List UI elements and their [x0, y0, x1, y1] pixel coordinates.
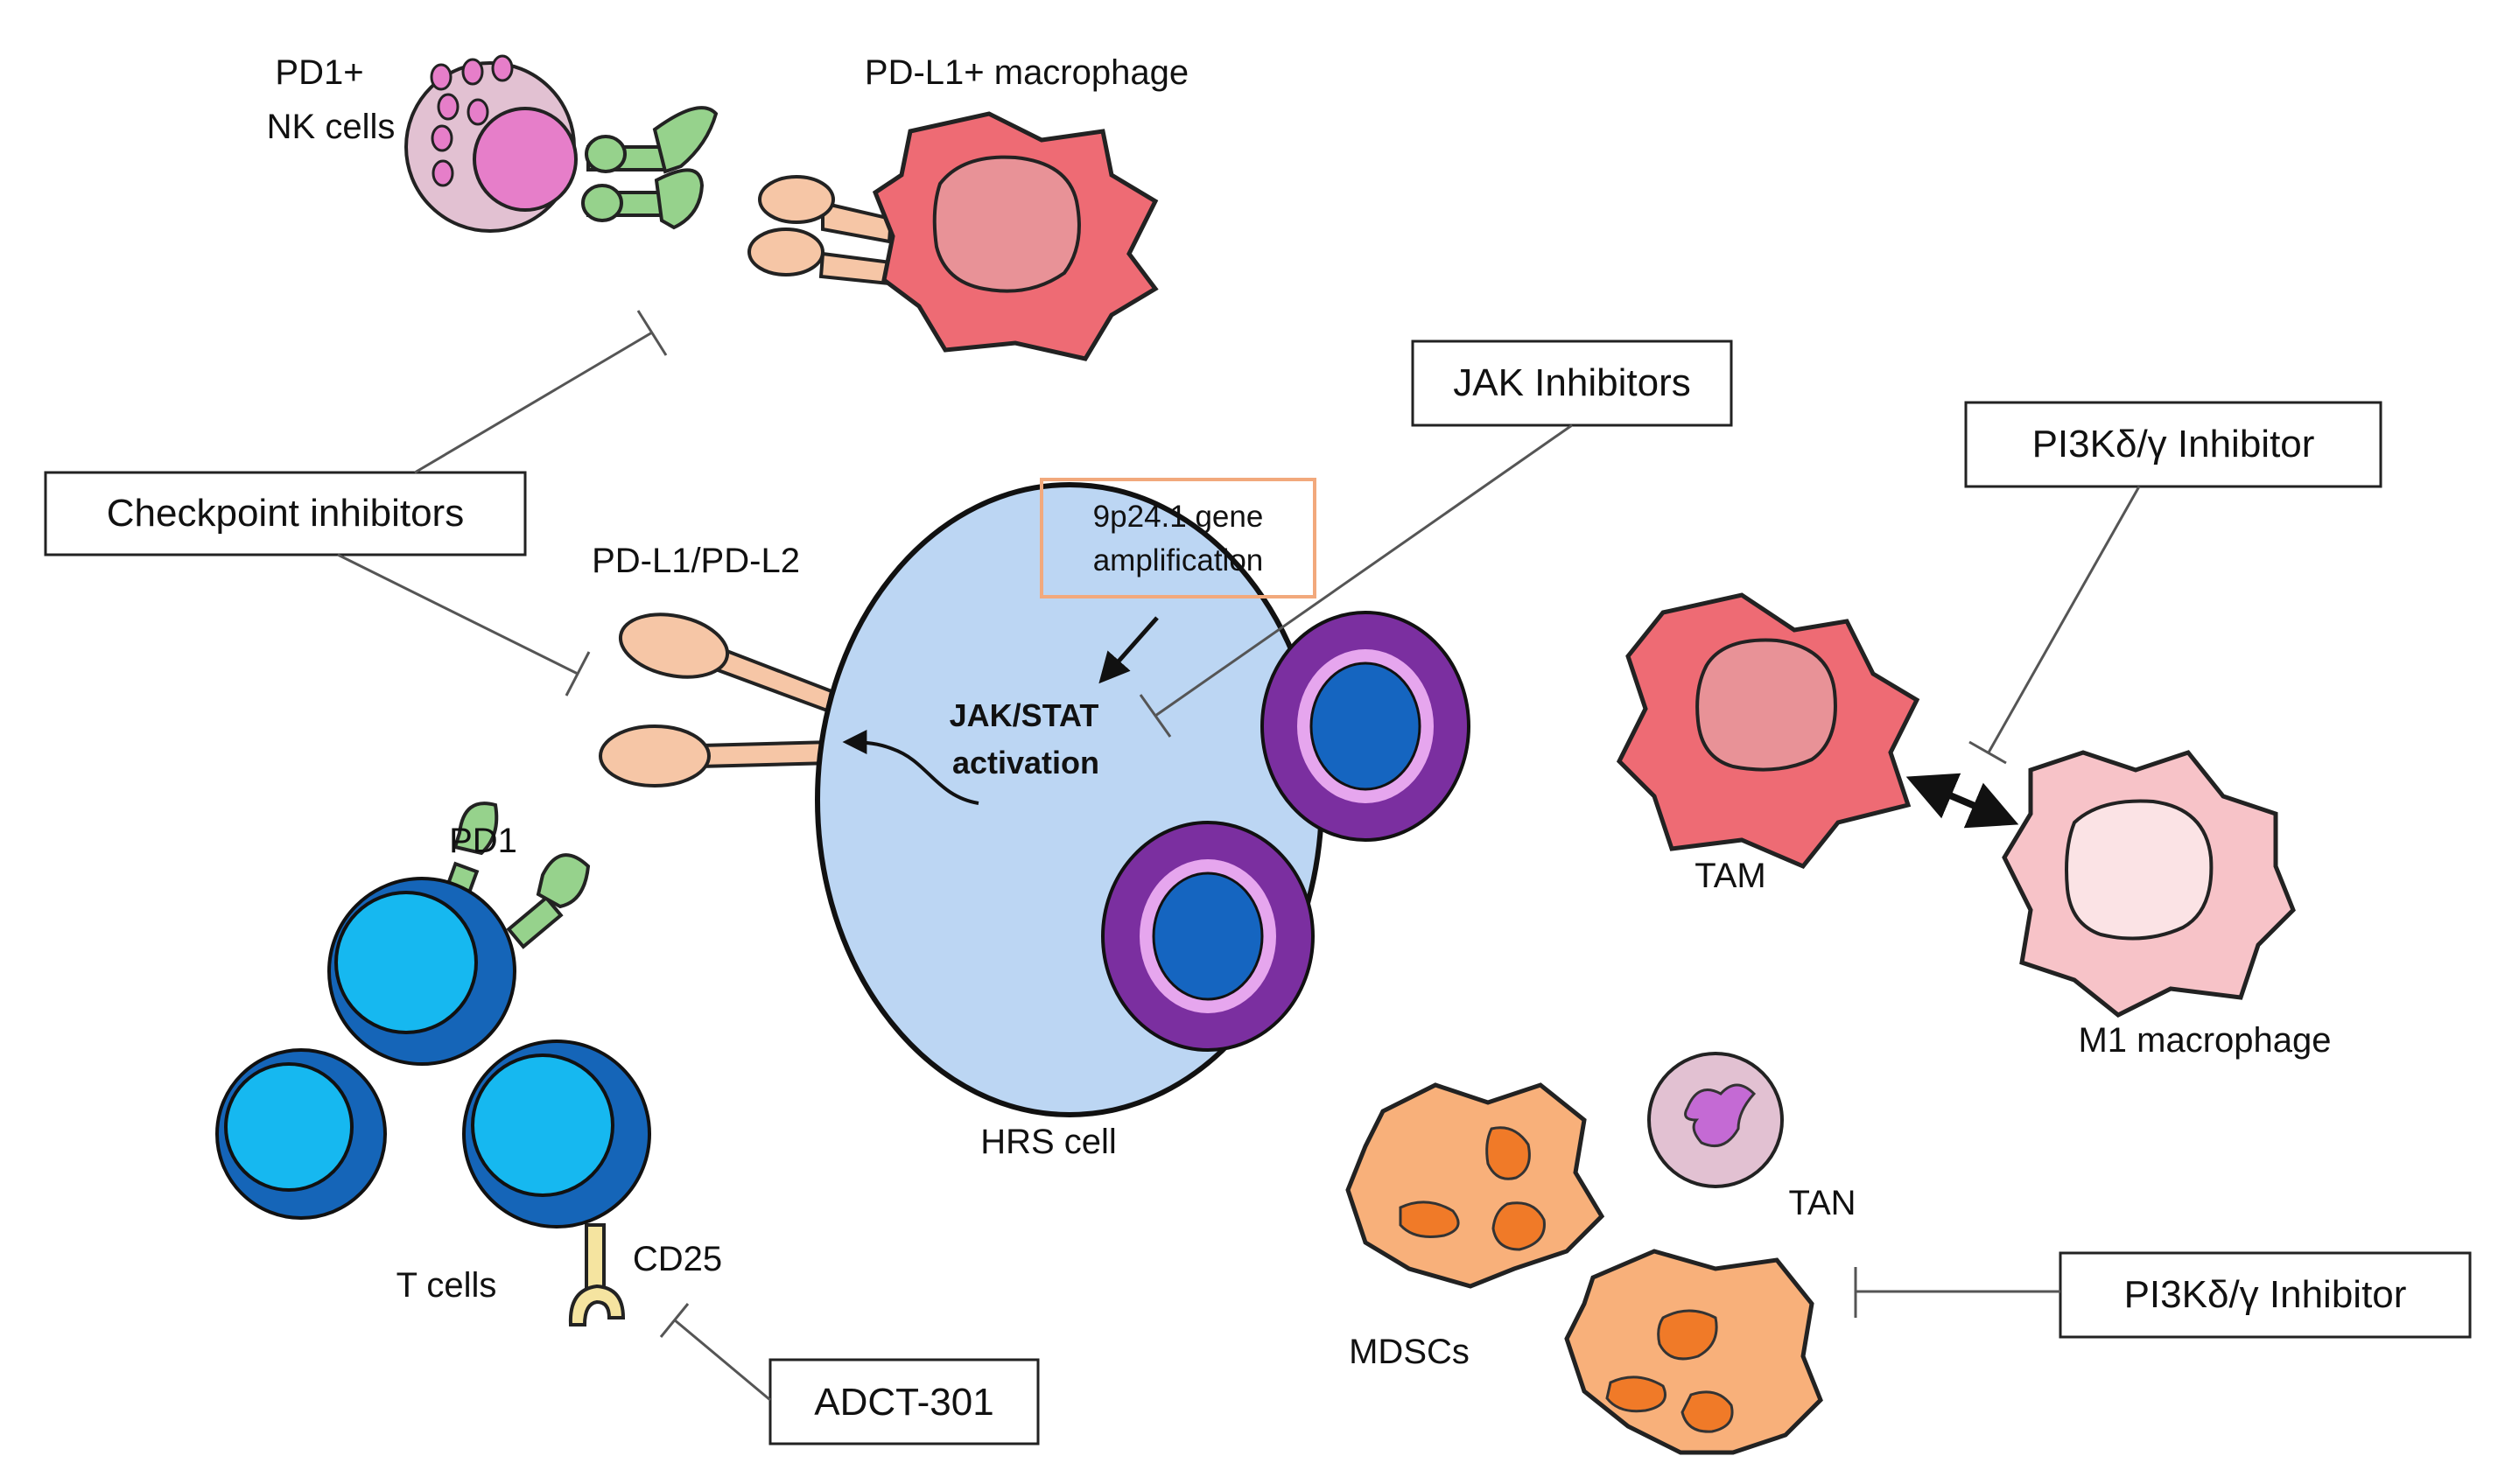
tan-cell [1647, 1052, 1784, 1188]
gene-amplification-label-line1: 9p24.1 gene [1093, 500, 1264, 534]
adct-301-inhibition-bar [659, 1303, 690, 1338]
hrs-nucleus-upper [1260, 611, 1470, 842]
jak-to-ligand-arrow [842, 730, 979, 805]
gene-amplification-box [1040, 478, 1316, 598]
hrs-nucleus-lower [1101, 821, 1315, 1052]
hrs-cell-label: HRS cell [980, 1123, 1117, 1161]
mdsc-lower [1564, 1249, 1823, 1455]
jak-inhibition-line [1154, 424, 1573, 718]
pd1-nk-label-line2: NK cells [267, 108, 396, 146]
t-cell-left [215, 1048, 387, 1220]
nk-pd1-receptors [581, 106, 719, 230]
t-cell-pd1 [327, 802, 591, 1066]
m1-macrophage [2002, 750, 2296, 1018]
tam-macrophage [1616, 592, 1920, 870]
t-cell-right-cd25 [462, 1040, 651, 1326]
pd1-nk-label-line1: PD1+ [275, 53, 363, 92]
tam-m1-bidirectional-arrow [1905, 773, 2019, 829]
cd25-label: CD25 [633, 1240, 722, 1278]
jak-inhibitors-label: JAK Inhibitors [1453, 361, 1690, 404]
pd-l1-macrophage-label: PD-L1+ macrophage [865, 53, 1189, 92]
m1-macrophage-label: M1 macrophage [2078, 1021, 2331, 1060]
jak-inhibitors-box [1411, 340, 1733, 427]
checkpoint-inhibition-line-top [414, 331, 653, 474]
hrs-cell: 9p24.1 gene amplification JAK/STAT activ… [599, 478, 1470, 1117]
pi3k-top-inhibition-bar [1968, 740, 2007, 765]
adct-301-box [768, 1358, 1040, 1446]
checkpoint-inhibition-line-bottom [337, 553, 579, 676]
gene-to-jak-arrow [1098, 616, 1159, 684]
checkpoint-inhibition-bar-top [636, 310, 668, 356]
mdscs-label: MDSCs [1349, 1333, 1470, 1371]
pi3k-inhibitor-top-label: PI3Kδ/γ Inhibitor [2032, 423, 2315, 466]
pi3k-top-inhibition-line [1987, 486, 2141, 753]
gene-amplification-label-line2: amplification [1093, 543, 1264, 578]
checkpoint-inhibition-bar-bottom [565, 651, 591, 696]
tam-label: TAM [1695, 857, 1765, 895]
checkpoint-inhibitors-label: Checkpoint inhibitors [107, 492, 464, 535]
pd-l1-pd-l2-ligands [599, 612, 834, 788]
jak-inhibition-bar [1139, 694, 1172, 738]
pd-l1-macrophage [747, 111, 1159, 361]
pd-l1-pd-l2-label: PD-L1/PD-L2 [592, 542, 800, 580]
checkpoint-inhibitors-box [44, 471, 527, 556]
jak-stat-label-line2: activation [952, 745, 1099, 780]
pi3k-inhibitor-top-box [1964, 401, 2382, 488]
tan-label: TAN [1788, 1184, 1856, 1222]
t-cells-label: T cells [396, 1266, 497, 1305]
pd1-label: PD1 [449, 822, 517, 860]
pi3k-inhibitor-bottom-box [2059, 1251, 2472, 1339]
pd1-nk-cell [404, 54, 719, 233]
adct-301-inhibition-line [673, 1318, 771, 1402]
mdsc-upper [1345, 1082, 1605, 1289]
pi3k-inhibitor-bottom-label: PI3Kδ/γ Inhibitor [2124, 1273, 2407, 1316]
jak-stat-label-line1: JAK/STAT [950, 697, 1099, 733]
adct-301-label: ADCT-301 [814, 1381, 993, 1424]
